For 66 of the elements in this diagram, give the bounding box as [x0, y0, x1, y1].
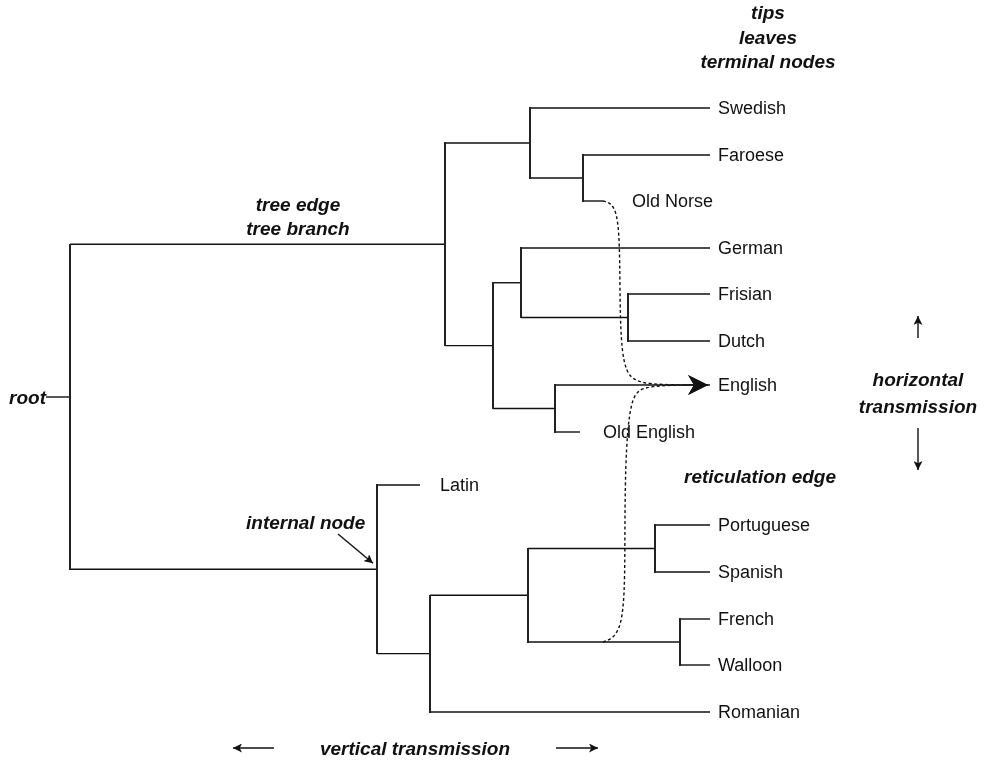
language-name: Faroese	[710, 144, 785, 166]
term-label: vertical transmission	[319, 736, 511, 760]
tree-branch-line	[527, 547, 656, 550]
clade-junction-line	[527, 547, 529, 643]
language-name: Old Norse	[603, 190, 714, 212]
clade-junction-line	[627, 293, 629, 342]
tree-branch-line	[679, 618, 711, 620]
tree-branch-line	[429, 711, 711, 713]
tree-branch-line	[444, 142, 531, 144]
tree-branch-line	[376, 652, 431, 655]
language-name: Spanish	[710, 561, 784, 583]
clade-junction-line	[69, 243, 71, 570]
tree-branch-line	[654, 571, 711, 573]
tree-branch-line	[554, 384, 711, 386]
tree-branch-line	[627, 293, 711, 295]
clade-junction-line	[376, 484, 378, 655]
tree-branch-line	[529, 107, 711, 109]
clade-junction-line	[679, 618, 681, 666]
tree-branch-line	[582, 154, 711, 156]
clade-junction-line	[582, 154, 584, 202]
term-label: root	[9, 385, 46, 409]
language-name: Old English	[580, 421, 696, 443]
clade-junction-line	[429, 594, 431, 713]
term-label: tree branch	[246, 216, 350, 240]
clade-junction-line	[654, 524, 656, 573]
leader-arrow	[337, 533, 374, 564]
reticulation-arrow	[602, 375, 709, 643]
term-label: leaves	[738, 25, 798, 49]
language-name: German	[710, 237, 784, 259]
language-name: French	[710, 608, 775, 630]
clade-junction-line	[520, 247, 522, 319]
clade-junction-line	[554, 384, 556, 433]
term-label: tree edge	[255, 192, 341, 216]
tree-branch-line	[69, 568, 378, 570]
clade-junction-line	[529, 107, 531, 179]
tree-branch-line	[444, 344, 494, 347]
tree-branch-line	[679, 664, 711, 666]
term-label: terminal nodes	[700, 49, 836, 73]
tree-branch-line	[429, 594, 529, 596]
tree-branch-line	[492, 282, 522, 284]
language-name: Portuguese	[710, 514, 811, 536]
language-name: Latin	[420, 474, 480, 496]
tree-branch-line	[69, 243, 446, 245]
tree-branch-line	[529, 177, 584, 179]
language-name: Dutch	[710, 330, 766, 352]
tree-branch-line	[582, 200, 604, 202]
tree-branch-line	[376, 484, 421, 486]
clade-junction-line	[444, 142, 446, 347]
tree-branch-line	[554, 431, 581, 433]
term-label: horizontal transmission	[857, 368, 979, 419]
term-label: reticulation edge	[684, 464, 836, 488]
language-name: Romanian	[710, 701, 801, 723]
language-name: Walloon	[710, 654, 783, 676]
tree-branch-line	[520, 316, 629, 319]
tree-branch-line	[654, 524, 711, 526]
language-name: Frisian	[710, 283, 772, 305]
term-label: tips	[751, 0, 785, 24]
tree-branch-line	[492, 407, 556, 410]
language-name: Swedish	[710, 97, 787, 119]
tree-branch-line	[520, 247, 711, 249]
tree-branch-line	[45, 396, 71, 398]
tree-branch-line	[527, 641, 681, 643]
term-label: internal node	[246, 510, 366, 534]
clade-junction-line	[492, 282, 494, 410]
language-name: English	[710, 374, 778, 396]
tree-branch-line	[627, 340, 711, 342]
